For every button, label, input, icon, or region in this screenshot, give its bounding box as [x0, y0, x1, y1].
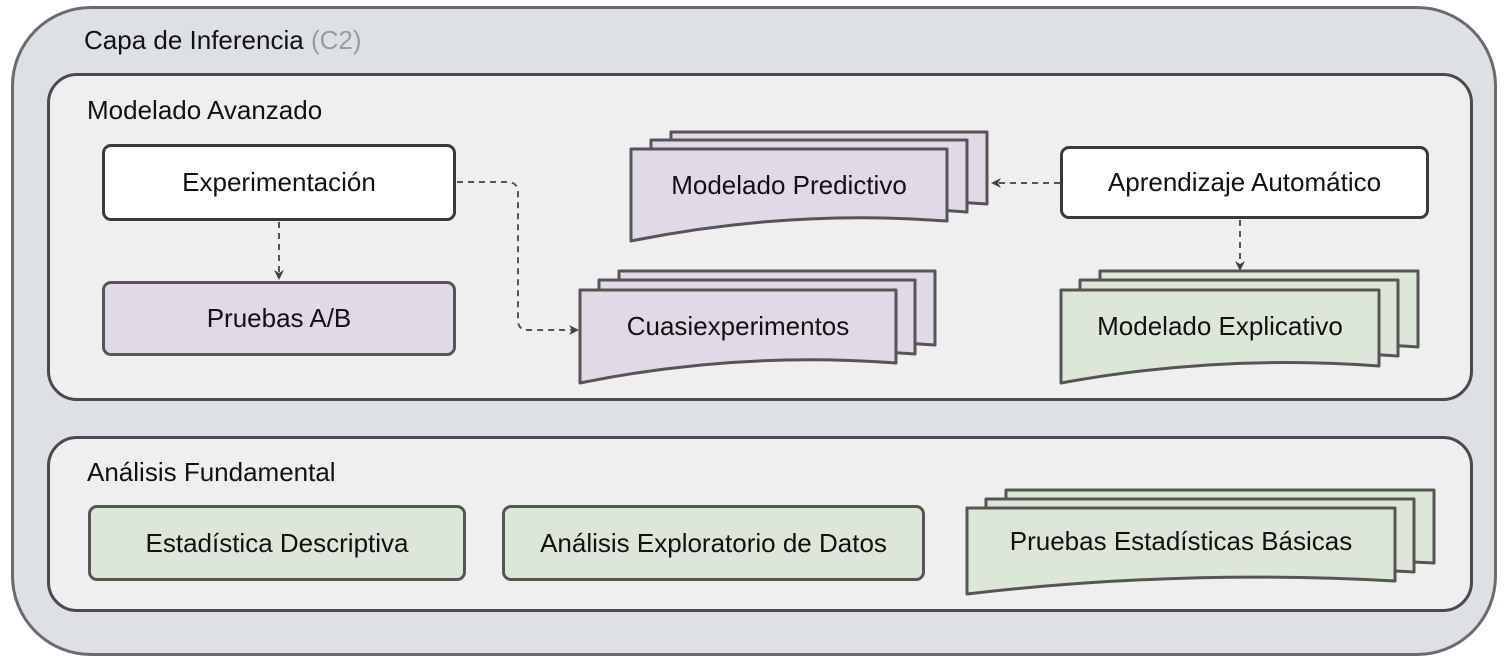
- inference-layer-title-text: Capa de Inferencia: [84, 25, 304, 55]
- inference-layer-tag: (C2): [310, 25, 362, 55]
- modelado-predictivo-label[interactable]: Modelado Predictivo: [671, 169, 907, 200]
- cuasiexperimentos-layer-front: [578, 288, 898, 385]
- arrow-experimentacion-to-cuasiexperimentos: [457, 181, 579, 335]
- aprendizaje-automatico-node[interactable]: Aprendizaje Automático: [1060, 146, 1429, 219]
- analisis-exploratorio-node[interactable]: Análisis Exploratorio de Datos: [502, 505, 925, 581]
- pruebas-basicas-layer-front: [965, 506, 1397, 596]
- modelado-predictivo-layer-front: [629, 147, 949, 243]
- modelado-explicativo-stack: [1059, 269, 1420, 385]
- pruebas-basicas-label[interactable]: Pruebas Estadísticas Básicas: [1009, 525, 1353, 556]
- modelado-explicativo-label[interactable]: Modelado Explicativo: [1097, 311, 1343, 341]
- pruebas-basicas-stack: [965, 488, 1436, 596]
- modelado-predictivo-stack: [629, 130, 989, 243]
- inference-layer-title: Capa de Inferencia (C2): [84, 25, 362, 56]
- pruebas-ab-node[interactable]: Pruebas A/B: [102, 281, 456, 356]
- estadistica-descriptiva-node[interactable]: Estadística Descriptiva: [88, 505, 466, 581]
- modelado-explicativo-layer-front: [1059, 288, 1381, 385]
- fundamental-analysis-title: Análisis Fundamental: [87, 457, 336, 487]
- experimentacion-node[interactable]: Experimentación: [102, 144, 456, 221]
- cuasiexperimentos-stack: [578, 269, 937, 385]
- connector-arrows: [274, 178, 1245, 335]
- cuasiexperimentos-label[interactable]: Cuasiexperimentos: [626, 311, 850, 341]
- advanced-modeling-title: Modelado Avanzado: [87, 95, 323, 125]
